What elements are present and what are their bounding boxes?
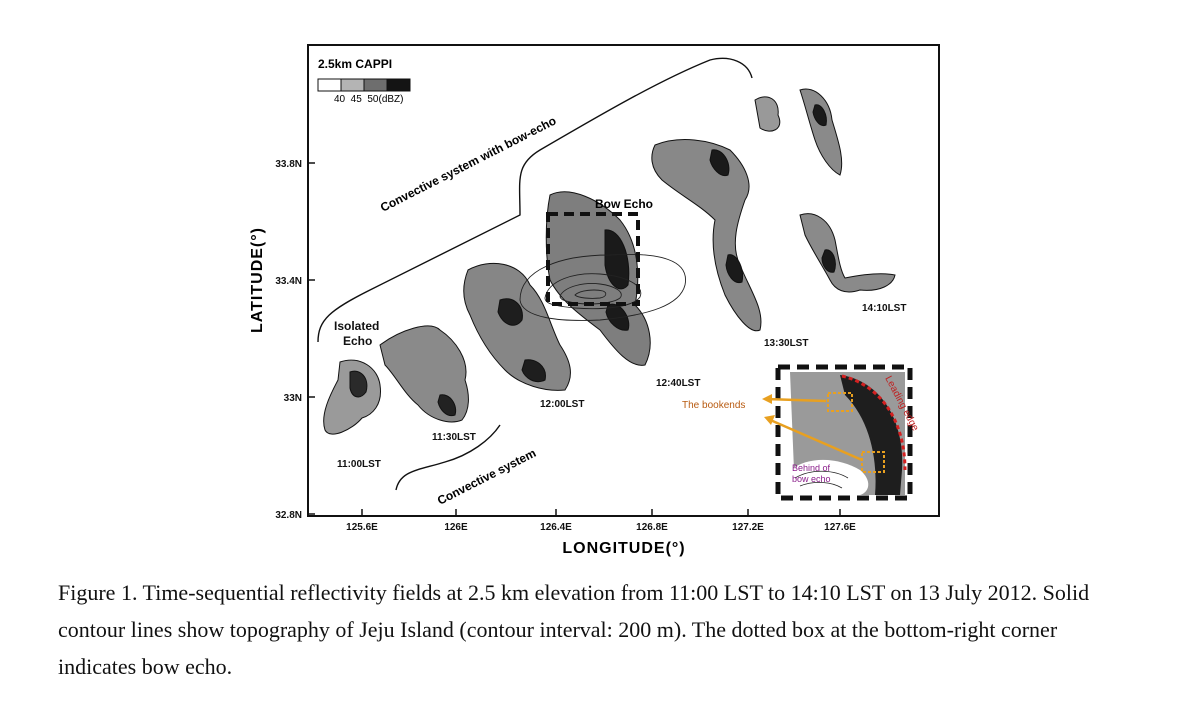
time-label: 13:30LST	[764, 338, 808, 349]
isolated-echo-label: Isolated	[334, 319, 379, 333]
time-label: 12:40LST	[656, 378, 700, 389]
x-tick-label: 127.6E	[824, 522, 856, 533]
reflectivity-figure: 2.5km CAPPI 40 45 50(dBZ) 125.6E 126E 12…	[249, 44, 940, 557]
x-tick-label: 126.8E	[636, 522, 668, 533]
isolated-echo-label: Echo	[343, 334, 372, 348]
x-tick-label: 125.6E	[346, 522, 378, 533]
bookends-label: The bookends	[682, 400, 745, 411]
system-outlines	[317, 57, 753, 491]
figure-caption: Figure 1. Time-sequential reflectivity f…	[58, 580, 1090, 679]
y-tick-label: 32.8N	[275, 510, 302, 521]
axis-ticks	[308, 162, 841, 516]
x-tick-label: 127.2E	[732, 522, 764, 533]
y-axis-title: LATITUDE(°)	[249, 227, 266, 333]
bow-echo-label: Bow Echo	[595, 197, 653, 211]
y-tick-label: 33.4N	[275, 276, 302, 287]
topography-contours	[519, 254, 686, 321]
behind-bow-echo-label: Behind of	[792, 463, 831, 473]
legend-title: 2.5km CAPPI	[318, 57, 392, 71]
x-axis-title: LONGITUDE(°)	[562, 540, 685, 557]
bow-echo-inset: The bookends Leading edge Behind of bow …	[682, 364, 921, 501]
time-label: 11:00LST	[337, 459, 381, 470]
behind-bow-echo-label: bow echo	[792, 474, 831, 484]
legend: 2.5km CAPPI 40 45 50(dBZ)	[317, 57, 411, 105]
x-tick-label: 126.4E	[540, 522, 572, 533]
legend-scale-labels: 40 45 50(dBZ)	[334, 94, 403, 105]
time-label: 11:30LST	[432, 432, 476, 443]
y-tick-label: 33N	[284, 393, 302, 404]
time-label: 12:00LST	[540, 399, 584, 410]
y-tick-label: 33.8N	[275, 159, 302, 170]
bow-echo-box	[546, 212, 640, 306]
radar-echoes	[323, 88, 896, 435]
x-tick-label: 126E	[444, 522, 468, 533]
time-label: 14:10LST	[862, 303, 906, 314]
